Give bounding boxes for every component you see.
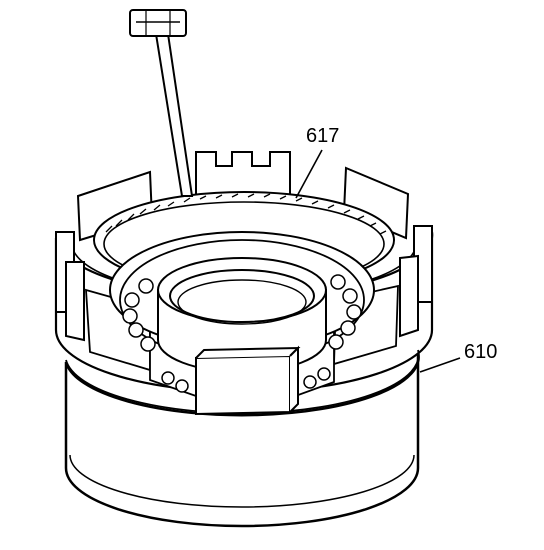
callout-610-label: 610 [464, 341, 497, 363]
probe-tool [129, 9, 194, 197]
housing-body [64, 351, 420, 528]
rim-tabs [55, 151, 433, 342]
callout-617-leader [295, 149, 323, 199]
ring-teeth [105, 193, 387, 235]
callout-610-leader [419, 357, 461, 373]
front-block [195, 345, 301, 416]
callout-617-label: 617 [306, 125, 339, 147]
housing-lower-rim [69, 454, 415, 508]
bearing-balls [122, 274, 362, 393]
